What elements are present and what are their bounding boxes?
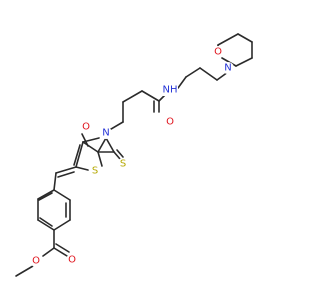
ring-nitrogen-label: N (102, 128, 109, 139)
bond (53, 247, 68, 257)
bond (97, 151, 103, 167)
ring-carbonyl-oxygen-label: O (82, 122, 90, 133)
bond (235, 57, 253, 67)
bond (82, 141, 99, 153)
bond (177, 76, 187, 89)
bonds (15, 33, 253, 277)
bond (39, 217, 53, 227)
morpholine-nitrogen-label: N (224, 63, 231, 74)
ester-carbonyl-oxygen-label: O (68, 255, 76, 266)
bond (73, 144, 81, 166)
bond (237, 33, 253, 43)
bond (141, 90, 160, 102)
bond (116, 149, 124, 158)
bond (15, 265, 34, 277)
bond (217, 33, 239, 46)
bond (53, 172, 57, 191)
ester-single-oxygen-label: O (32, 256, 40, 267)
bond (55, 166, 77, 174)
morpholine-oxygen-label: O (214, 47, 222, 58)
molecule-structure: O N NH O N O S S O O (15, 33, 253, 277)
bond (97, 137, 107, 153)
bond (37, 189, 55, 200)
bond (185, 67, 201, 78)
bond (75, 141, 84, 168)
bond (113, 151, 121, 160)
bond (199, 67, 218, 81)
bond (53, 189, 71, 201)
bond (55, 243, 70, 253)
atom-labels: O N NH O N O S S O O (30, 46, 234, 267)
bond (37, 219, 55, 231)
bond (53, 219, 71, 231)
bond (57, 171, 75, 178)
amide-nh-label: NH (163, 85, 178, 96)
bond (42, 247, 55, 257)
thioxo-sulfur-label: S (120, 159, 126, 170)
bond (221, 57, 237, 67)
amide-oxygen-label: O (166, 117, 174, 128)
ring-sulfur-label: S (92, 166, 98, 177)
bond (81, 133, 89, 147)
bond (38, 192, 53, 201)
bond (105, 137, 115, 153)
bond (75, 166, 89, 171)
bond (122, 90, 143, 103)
